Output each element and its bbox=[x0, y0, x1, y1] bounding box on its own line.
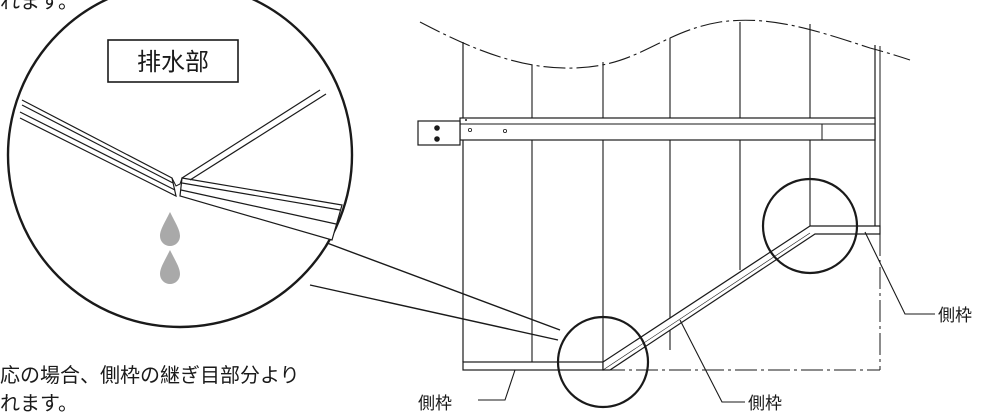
side-frame-bottom bbox=[462, 361, 604, 371]
drain-callout bbox=[6, 0, 561, 341]
break-line bbox=[419, 19, 911, 69]
joint-circle-right bbox=[761, 177, 859, 275]
leader-diagonal bbox=[679, 319, 745, 403]
callout-title-box bbox=[107, 39, 239, 83]
water-drop-icon bbox=[160, 212, 180, 246]
rail-hole bbox=[467, 127, 472, 132]
bracket-hole bbox=[434, 136, 440, 142]
horizontal-rail bbox=[417, 117, 876, 146]
bracket-hole bbox=[434, 125, 440, 131]
side-frame-label-bottom: 側枠 bbox=[418, 394, 452, 414]
callout-tangent bbox=[309, 284, 559, 341]
note-line-1: 応の場合、側枠の継ぎ目部分より bbox=[0, 363, 300, 387]
rail-hole bbox=[502, 128, 507, 133]
drain-joint-detail bbox=[19, 89, 343, 241]
callout-title: 排水部 bbox=[137, 48, 209, 76]
rail-body bbox=[459, 117, 876, 141]
leader-bottom bbox=[478, 369, 516, 401]
water-drop-icon bbox=[160, 250, 180, 284]
side-frame-label-diagonal: 側枠 bbox=[748, 394, 782, 414]
panel-wall bbox=[417, 19, 935, 409]
callout-tangent bbox=[326, 242, 561, 331]
top-text-fragment: れます。 bbox=[0, 0, 78, 13]
callout-circle bbox=[6, 0, 354, 329]
note-line-2: れます。 bbox=[0, 391, 78, 415]
rail-hole bbox=[465, 119, 467, 121]
side-frame-diagonal bbox=[602, 225, 881, 371]
leader-right bbox=[864, 231, 935, 315]
side-frame-label-right: 側枠 bbox=[938, 306, 972, 326]
rail-end-bracket bbox=[417, 120, 461, 146]
joint-circle-bottom bbox=[556, 315, 650, 409]
